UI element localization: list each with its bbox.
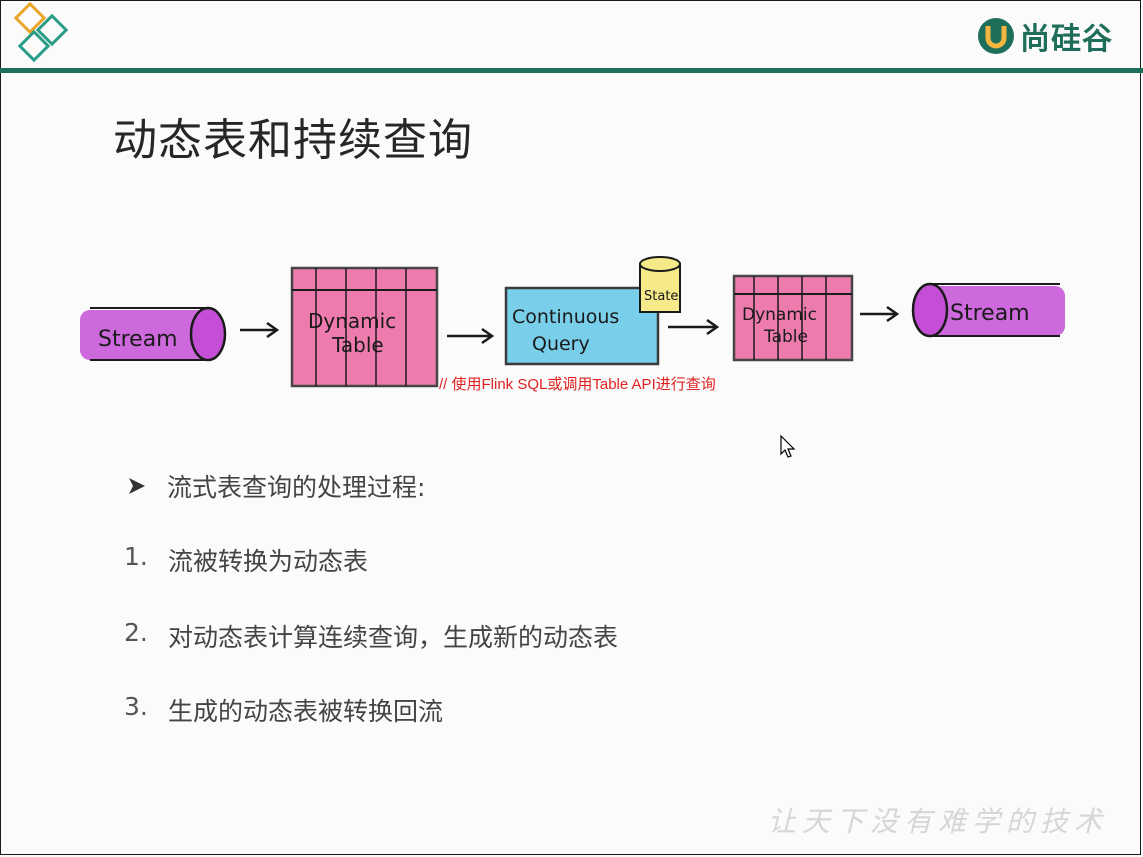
dynamic-table-2: Dynamic Table [732,274,854,362]
footer-watermark: 让天下没有难学的技术 [768,805,1109,838]
stream-out: Stream [911,282,1065,338]
brand-name: 尚硅谷 [1020,22,1113,57]
continuous-query: Continuous Query [504,286,660,366]
step-number: 3. [124,692,148,721]
header-divider [0,68,1143,73]
state-store: State [639,256,681,313]
dynamic-table-1-label-line2: Table [331,333,384,357]
dynamic-table-1-label-line1: Dynamic [308,309,396,333]
state-label: State [644,289,678,304]
bullet-arrow-icon [129,478,145,494]
dynamic-table-2-label-line1: Dynamic [742,305,817,325]
process-bullet-text: 流式表查询的处理过程: [167,473,426,502]
dynamic-table-diagram: Stream Dynamic Table Continuous Query St… [80,256,1065,388]
step-text: 对动态表计算连续查询，生成新的动态表 [168,623,619,652]
diagram-annotation: // 使用Flink SQL或调用Table API进行查询 [439,376,716,393]
step-text: 生成的动态表被转换回流 [168,697,444,726]
step-number: 1. [124,542,148,571]
continuous-query-label-line1: Continuous [512,306,619,328]
step-number: 2. [124,618,148,647]
step-text: 流被转换为动态表 [168,547,369,576]
stream-in-label: Stream [98,327,178,352]
continuous-query-label-line2: Query [532,333,590,355]
brand-u-icon [978,18,1014,54]
stream-out-label: Stream [950,301,1030,326]
step-item-3: 3. 生成的动态表被转换回流 [124,692,443,728]
step-item-1: 1. 流被转换为动态表 [124,542,368,578]
brand-logo: 尚硅谷 [976,14,1113,58]
mouse-cursor-icon [780,435,796,458]
dynamic-table-1: Dynamic Table [290,266,439,388]
step-item-2: 2. 对动态表计算连续查询，生成新的动态表 [124,618,618,654]
process-bullet: 流式表查询的处理过程: [127,468,425,504]
diamond-logo-icon [13,2,69,63]
stream-in: Stream [80,306,227,362]
slide-title: 动态表和持续查询 [113,115,473,166]
dynamic-table-2-label-line2: Table [763,327,808,347]
